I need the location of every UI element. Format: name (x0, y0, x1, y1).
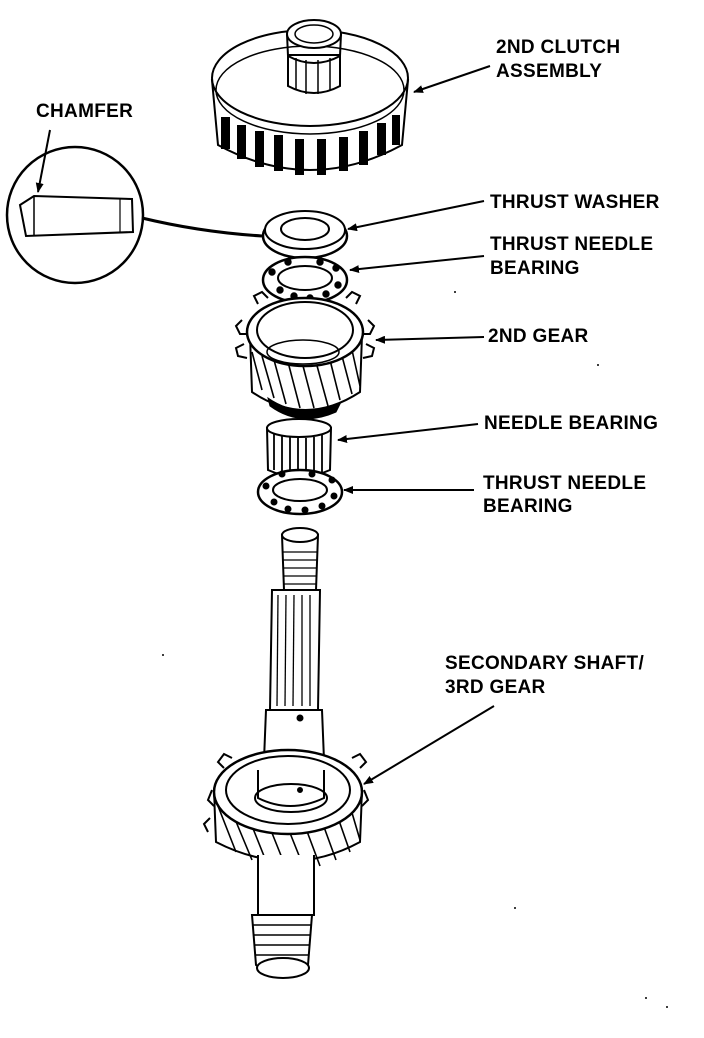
chamfer-label: CHAMFER (36, 101, 134, 122)
thrust-needle-bearing-1-label-line1: THRUST NEEDLE (490, 234, 654, 255)
second-gear (234, 290, 376, 420)
clutch-assembly-label-line2: ASSEMBLY (496, 61, 603, 82)
chamfer-detail (5, 129, 263, 285)
thrust-needle-bearing-2 (256, 468, 344, 516)
thrust-washer (261, 210, 349, 260)
thrust-needle-bearing-2-label-line1: THRUST NEEDLE (483, 473, 647, 494)
secondary-shaft (202, 527, 370, 979)
thrust-needle-bearing-1 (261, 255, 349, 305)
second-gear-label: 2ND GEAR (488, 326, 589, 347)
needle-bearing (265, 418, 333, 478)
secondary-shaft-label-line1: SECONDARY SHAFT/ (445, 653, 645, 674)
clutch-assembly (210, 19, 410, 175)
needle-bearing-label: NEEDLE BEARING (484, 413, 659, 434)
thrust-washer-label: THRUST WASHER (490, 192, 660, 213)
leader-lines (337, 65, 495, 785)
thrust-needle-bearing-2-label-line2: BEARING (483, 496, 573, 517)
scan-specks (162, 291, 668, 1008)
secondary-shaft-label-line2: 3RD GEAR (445, 677, 546, 698)
clutch-assembly-label-line1: 2ND CLUTCH (496, 37, 621, 58)
thrust-needle-bearing-1-label-line2: BEARING (490, 258, 580, 279)
